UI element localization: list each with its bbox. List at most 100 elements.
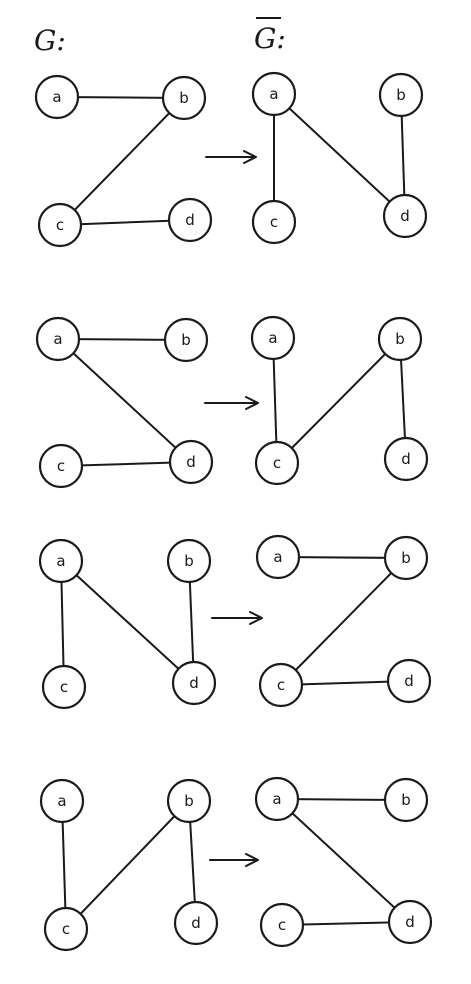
graph-right-2: a b c d [250,315,429,486]
node-a: a [254,776,300,822]
node-b: b [378,72,424,118]
node-circle [37,202,83,248]
node-d: d [383,436,429,482]
node-label: a [273,548,282,566]
node-label: d [185,211,195,229]
complement-arrow-4 [209,853,259,867]
complement-arrow-1 [205,150,257,164]
node-a: a [39,778,85,824]
node-circle [161,75,207,121]
node-circle [254,440,300,486]
node-a: a [255,534,301,580]
node-circle [377,316,423,362]
node-b: b [383,535,429,581]
node-circle [255,534,301,580]
header-g: G: [34,24,66,57]
node-b: b [383,777,429,823]
node-a: a [250,315,296,361]
node-circle [163,317,209,363]
node-circle [250,315,296,361]
node-label: b [179,89,189,107]
node-c: c [41,664,87,710]
node-a: a [251,71,297,117]
node-circle [378,72,424,118]
header-g-complement: G: [254,22,286,55]
node-label: a [52,88,61,106]
node-label: d [400,207,410,225]
node-label: c [277,676,285,694]
node-label: c [273,454,281,472]
node-circle [39,778,85,824]
node-d: d [171,660,217,706]
node-c: c [43,906,89,952]
node-circle [386,658,432,704]
edge-b-c [276,338,401,464]
node-circle [173,900,219,946]
node-label: d [404,672,414,690]
node-circle [167,197,213,243]
graph-left-3: a b c d [38,538,217,710]
graph-left-1: a b c d [34,74,213,248]
edge-a-d [60,560,195,684]
node-d: d [387,899,433,945]
node-label: c [62,920,70,938]
node-label: b [401,791,411,809]
node-circle [259,902,305,948]
node-circle [43,906,89,952]
node-circle [383,535,429,581]
node-circle [387,899,433,945]
node-circle [38,443,84,489]
node-circle [168,439,214,485]
edge-b-c [65,800,190,930]
node-label: c [278,916,286,934]
node-d: d [382,193,428,239]
node-label: b [401,549,411,567]
complement-arrow-2 [204,396,259,410]
node-label: b [395,330,405,348]
node-label: d [186,453,196,471]
node-label: c [60,678,68,696]
node-d: d [168,439,214,485]
node-d: d [386,658,432,704]
node-circle [35,316,81,362]
node-c: c [258,662,304,708]
node-a: a [35,316,81,362]
graph-right-3: a b c d [255,534,432,708]
node-b: b [166,538,212,584]
edge-b-c [59,97,185,226]
node-circle [171,660,217,706]
node-circle [251,199,297,245]
node-circle [258,662,304,708]
node-c: c [251,199,297,245]
node-label: d [405,913,415,931]
node-circle [251,71,297,117]
node-label: a [269,85,278,103]
node-circle [383,777,429,823]
graph-right-4: a b c d [254,776,433,948]
node-c: c [38,443,84,489]
node-circle [383,436,429,482]
node-circle [41,664,87,710]
node-circle [166,538,212,584]
edge-a-d [273,93,406,217]
node-label: c [56,216,64,234]
node-b: b [163,317,209,363]
node-a: a [38,538,84,584]
node-label: b [184,552,194,570]
node-circle [34,74,80,120]
node-b: b [161,75,207,121]
node-label: b [181,331,191,349]
node-circle [254,776,300,822]
node-label: c [57,457,65,475]
node-label: b [184,792,194,810]
graph-left-2: a b c d [35,316,214,489]
node-b: b [166,778,212,824]
node-d: d [167,197,213,243]
edge-b-c [280,557,407,686]
node-a: a [34,74,80,120]
node-label: c [270,213,278,231]
node-label: b [396,86,406,104]
node-circle [382,193,428,239]
graph-right-1: a b c d [251,71,428,245]
